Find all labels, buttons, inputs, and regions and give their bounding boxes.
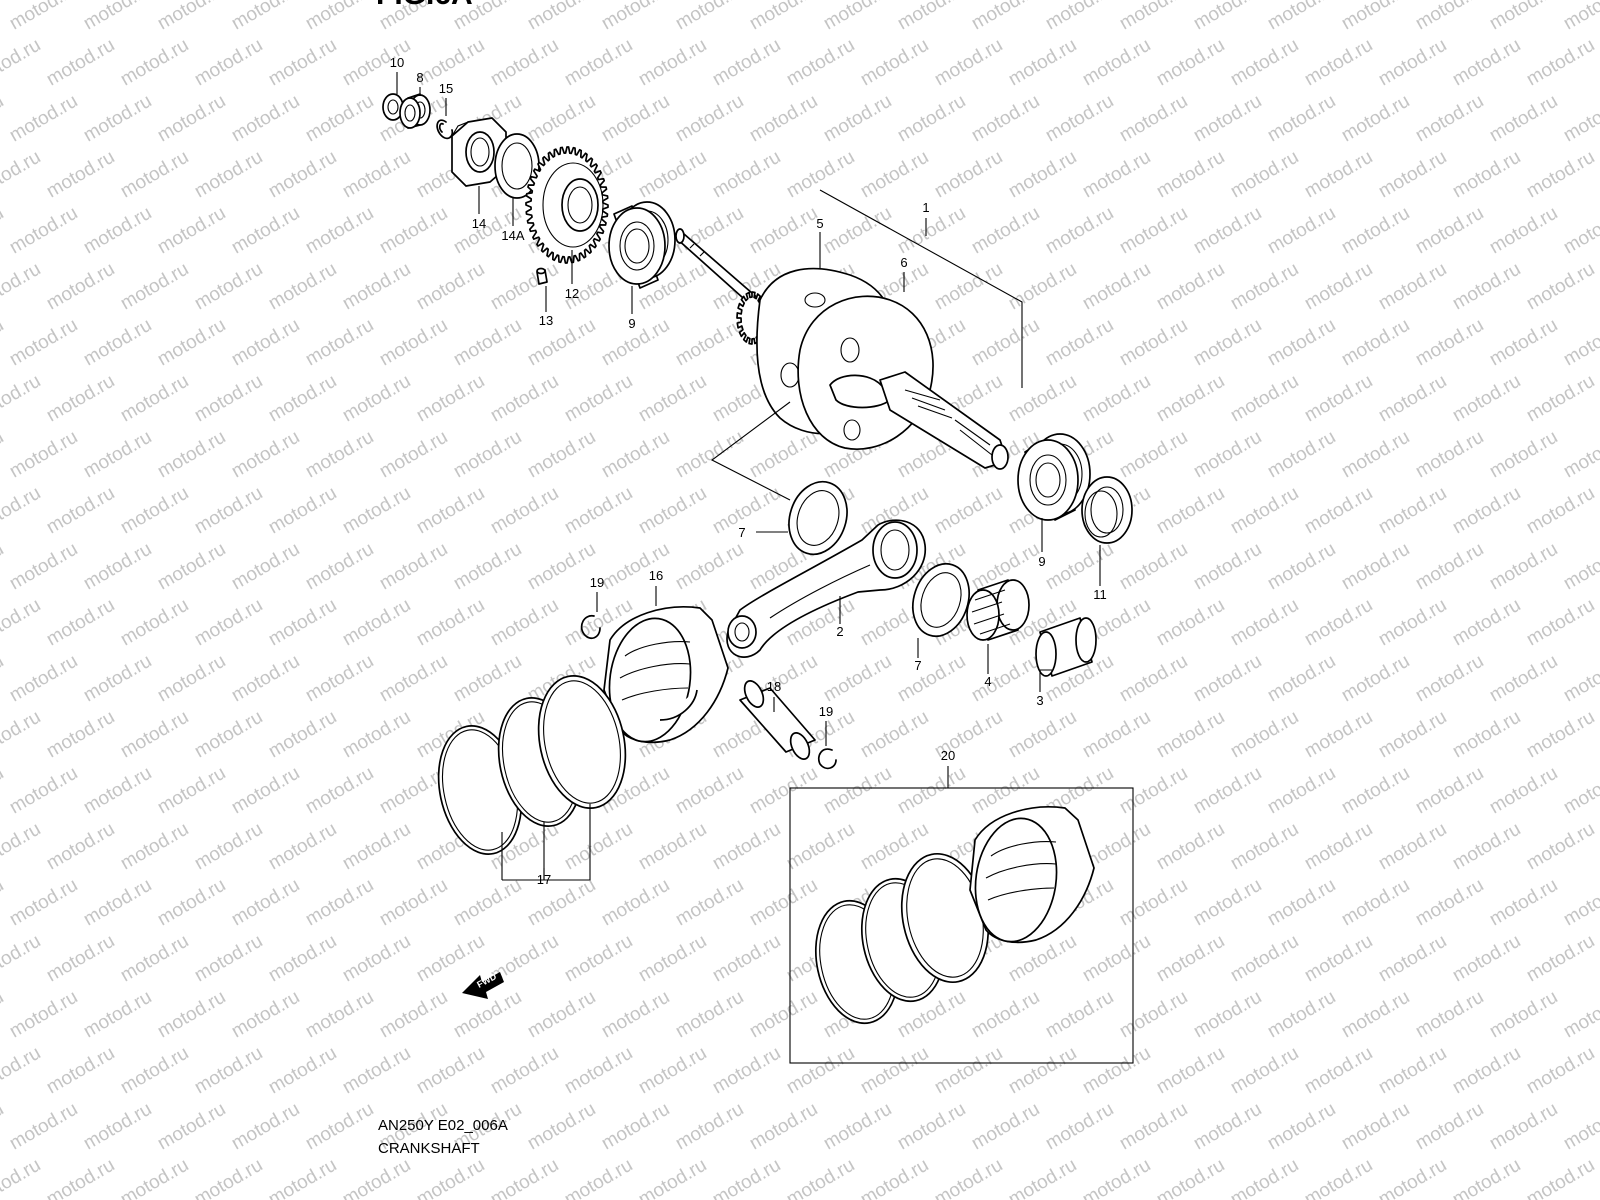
part-11-oil-seal[interactable] (1081, 476, 1133, 544)
fwd-arrow-icon: FWD (462, 971, 504, 999)
callout-19-left: 19 (590, 575, 604, 590)
part-9-bearing-left[interactable] (608, 201, 676, 289)
part-14-nut[interactable] (451, 117, 507, 187)
callout-16: 16 (649, 568, 663, 583)
callout-19-right: 19 (819, 704, 833, 719)
callout-13: 13 (539, 313, 553, 328)
part-1-crankshaft-assembly[interactable] (675, 228, 1009, 470)
callout-20: 20 (941, 748, 955, 763)
callout-4: 4 (984, 674, 991, 689)
part-16-piston[interactable] (602, 606, 729, 747)
callout-10: 10 (390, 55, 404, 70)
part-19-circlip-left[interactable] (580, 615, 601, 640)
callout-15: 15 (439, 81, 453, 96)
callout-7-lower: 7 (914, 658, 921, 673)
drawing-code: AN250Y E02_006A (378, 1117, 508, 1134)
callout-11: 11 (1093, 587, 1107, 602)
callout-3: 3 (1036, 693, 1043, 708)
callout-labels: 1 2 3 4 5 6 7 7 8 9 9 10 11 12 13 14 14A… (390, 55, 1107, 887)
part-12-gear[interactable] (525, 146, 609, 264)
part-3-crank-pin[interactable] (1035, 617, 1097, 677)
callout-9-right: 9 (1038, 554, 1045, 569)
part-17-piston-ring-set[interactable] (427, 668, 637, 862)
part-13-dowel-pin[interactable] (536, 267, 548, 285)
part-14A-washer[interactable] (494, 133, 540, 199)
callout-12: 12 (565, 286, 579, 301)
part-18-piston-pin[interactable] (739, 678, 816, 762)
part-8-bearing[interactable] (399, 93, 431, 129)
figure-title: FIG.6A (376, 0, 473, 10)
part-7-thrust-washer-lower[interactable] (904, 556, 978, 643)
part-4-needle-bearing[interactable] (966, 579, 1030, 641)
part-6-crank-web-right[interactable] (797, 295, 934, 450)
part-19-circlip-right[interactable] (817, 748, 837, 770)
callout-6: 6 (900, 255, 907, 270)
callout-1: 1 (922, 200, 929, 215)
callout-9-left: 9 (628, 316, 635, 331)
part-2-connecting-rod[interactable] (726, 519, 926, 658)
callout-8: 8 (416, 70, 423, 85)
leader-lines (396, 72, 1101, 881)
part-7-thrust-washer-upper[interactable] (780, 474, 856, 562)
callout-18: 18 (767, 679, 781, 694)
callout-5: 5 (816, 216, 823, 231)
drawing-name: CRANKSHAFT (378, 1140, 480, 1157)
callout-14A: 14A (501, 228, 524, 243)
part-15-circlip[interactable] (436, 119, 454, 140)
callout-2: 2 (836, 624, 843, 639)
callout-14: 14 (472, 216, 486, 231)
callout-7-upper: 7 (738, 525, 745, 540)
callout-17: 17 (537, 872, 551, 887)
part-9-bearing-right[interactable] (1017, 433, 1091, 521)
part-10-oil-seal[interactable] (382, 93, 404, 121)
part-20-piston-kit-box[interactable] (789, 787, 1134, 1064)
